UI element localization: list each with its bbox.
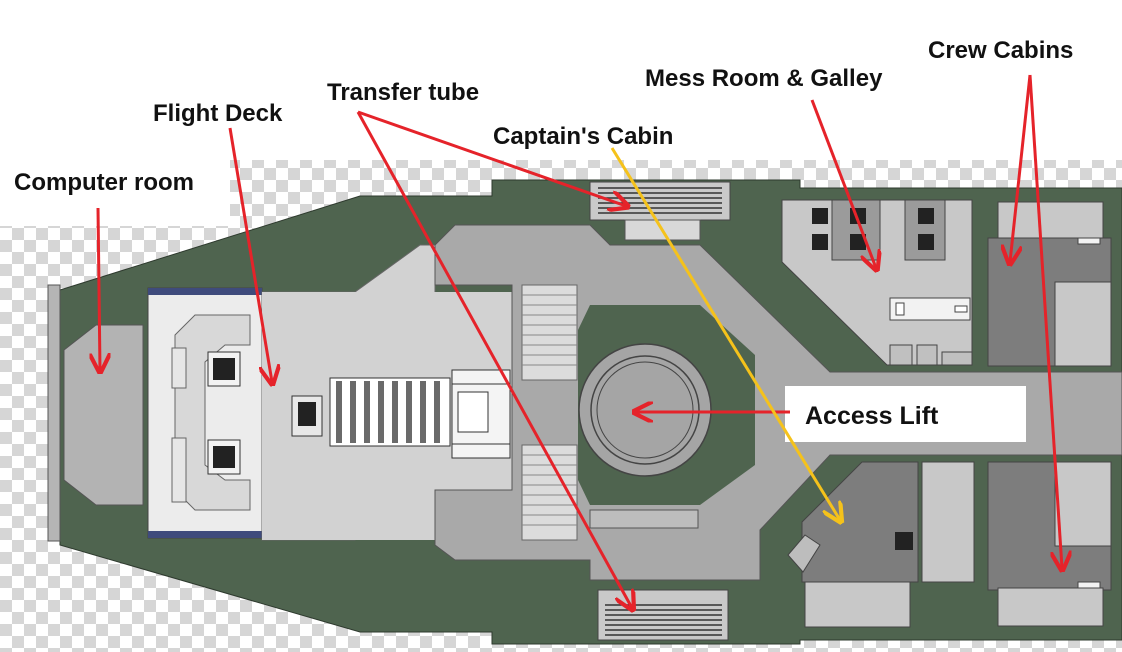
captains-cabin — [787, 461, 975, 628]
label-computer-room: Computer room — [14, 169, 194, 196]
pilot-seat-2-back — [213, 446, 235, 468]
side-panel-2 — [171, 437, 187, 503]
arrow-captains-cabin — [610, 147, 840, 520]
equipment-rack — [329, 369, 511, 459]
label-crew-cabins: Crew Cabins — [928, 37, 1073, 64]
label-transfer-tube: Transfer tube — [327, 79, 479, 106]
flight-console — [174, 314, 251, 511]
arrow-crew-lower — [1028, 74, 1062, 568]
arrow-transfer-top — [357, 110, 626, 206]
label-flight-deck: Flight Deck — [153, 100, 283, 127]
white-top-band — [0, 0, 1122, 160]
stairs-upper — [521, 284, 578, 381]
flight-deck — [147, 287, 263, 539]
computer-room — [63, 324, 144, 506]
pilot-seat-1-back — [213, 358, 235, 380]
console-top-strip — [148, 288, 262, 295]
label-access-lift: Access Lift — [805, 402, 939, 430]
arrow-crew-upper — [1010, 74, 1032, 262]
label-mess-room: Mess Room & Galley — [645, 65, 883, 92]
mess-room — [781, 199, 973, 366]
side-panel-1 — [171, 347, 187, 389]
bow-plate — [47, 284, 61, 542]
corridor-seat-back — [298, 402, 316, 426]
console-bottom-strip — [148, 531, 262, 538]
arrow-transfer-bottom — [356, 111, 632, 608]
computer-room-label-box — [0, 158, 230, 226]
access-lift-label-box — [785, 386, 1026, 442]
arrow-mess-room — [810, 99, 876, 268]
arrow-flight-deck — [228, 127, 272, 382]
callout-arrows — [98, 74, 1062, 608]
label-captains-cabin: Captain's Cabin — [493, 123, 673, 150]
transfer-hatch-bottom — [597, 589, 729, 641]
crew-cabins-upper — [987, 201, 1112, 367]
galley-counter — [889, 297, 971, 321]
crew-cabins-lower — [987, 461, 1112, 627]
arrow-computer-room — [98, 207, 100, 370]
